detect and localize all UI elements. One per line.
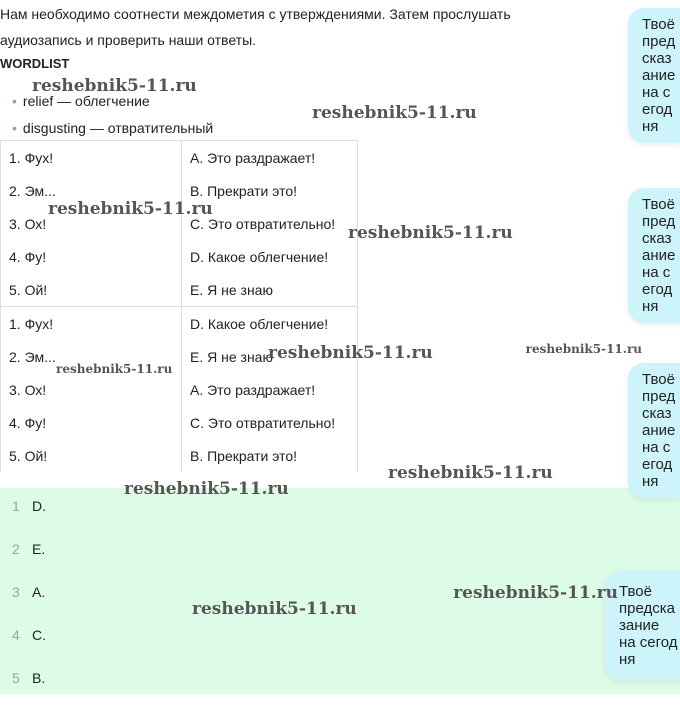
answer-letter: B. — [32, 670, 46, 686]
answer-letter: D. — [32, 498, 46, 514]
interjection-cell: 1. Фух! — [0, 306, 182, 340]
matching-table: 1. Фух!A. Это раздражает!2. Эм...B. Прек… — [0, 140, 358, 472]
watermark: reshebnik5-11.ru — [124, 479, 289, 499]
interjection-cell: 4. Фу! — [0, 240, 182, 273]
statement-cell: E. Я не знаю — [181, 340, 358, 373]
answers-panel — [0, 488, 680, 694]
interjection-cell: 3. Ох! — [0, 207, 182, 240]
watermark: reshebnik5-11.ru — [453, 583, 618, 603]
statement-cell: C. Это отвратительно! — [181, 406, 358, 439]
watermark: reshebnik5-11.ru — [48, 199, 213, 219]
interjection-cell: 5. Ой! — [0, 273, 182, 307]
wordlist-item: •relief — облегчение — [12, 93, 150, 109]
statement-cell: C. Это отвратительно! — [181, 207, 358, 240]
interjection-cell: 3. Ох! — [0, 373, 182, 406]
answer-item: 1 D. — [12, 498, 46, 514]
table-row: 5. Ой!B. Прекрати это! — [0, 439, 358, 472]
interjection-cell: 4. Фу! — [0, 406, 182, 439]
watermark: reshebnik5-11.ru — [56, 362, 173, 376]
table-row: 3. Ох!A. Это раздражает! — [0, 373, 358, 406]
watermark: reshebnik5-11.ru — [312, 103, 477, 123]
table-row: 1. Фух!A. Это раздражает! — [0, 140, 358, 174]
watermark: reshebnik5-11.ru — [192, 599, 357, 619]
answer-number: 4 — [12, 627, 20, 643]
answer-number: 1 — [12, 498, 20, 514]
answer-number: 5 — [12, 670, 20, 686]
table-row: 3. Ох!C. Это отвратительно! — [0, 207, 358, 240]
table-row: 5. Ой!E. Я не знаю — [0, 273, 358, 307]
interjection-cell: 1. Фух! — [0, 140, 182, 174]
wordlist-title: WORDLIST — [0, 56, 70, 71]
statement-cell: D. Какое облегчение! — [181, 306, 358, 340]
interjection-cell: 2. Эм... — [0, 340, 182, 373]
watermark: reshebnik5-11.ru — [525, 342, 642, 356]
table-row: 2. Эм...E. Я не знаю — [0, 340, 358, 373]
watermark: reshebnik5-11.ru — [32, 76, 197, 96]
table-row: 4. Фу!C. Это отвратительно! — [0, 406, 358, 439]
statement-cell: B. Прекрати это! — [181, 174, 358, 207]
watermark: reshebnik5-11.ru — [268, 343, 433, 363]
answer-letter: E. — [32, 541, 46, 557]
wordlist-item: •disgusting — отвратительный — [12, 120, 214, 136]
statement-cell: D. Какое облегчение! — [181, 240, 358, 273]
answer-item: 4 C. — [12, 627, 46, 643]
answer-letter: C. — [32, 627, 46, 643]
statement-cell: E. Я не знаю — [181, 273, 358, 307]
answer-number: 2 — [12, 541, 20, 557]
table-row: 4. Фу!D. Какое облегчение! — [0, 240, 358, 273]
statement-cell: B. Прекрати это! — [181, 439, 358, 472]
interjection-cell: 2. Эм... — [0, 174, 182, 207]
statement-cell: A. Это раздражает! — [181, 373, 358, 406]
intro-line-1: Нам необходимо соотнести междометия с ут… — [0, 6, 511, 22]
answer-item: 3 A. — [12, 584, 45, 600]
answer-item: 2 E. — [12, 541, 45, 557]
answer-letter: A. — [32, 584, 46, 600]
answer-item: 5 B. — [12, 670, 45, 686]
watermark: reshebnik5-11.ru — [388, 463, 553, 483]
table-row: 1. Фух!D. Какое облегчение! — [0, 306, 358, 340]
statement-cell: A. Это раздражает! — [181, 140, 358, 174]
intro-line-2: аудиозапись и проверить наши ответы. — [0, 32, 257, 48]
table-row: 2. Эм...B. Прекрати это! — [0, 174, 358, 207]
answer-number: 3 — [12, 584, 20, 600]
interjection-cell: 5. Ой! — [0, 439, 182, 472]
watermark: reshebnik5-11.ru — [348, 223, 513, 243]
